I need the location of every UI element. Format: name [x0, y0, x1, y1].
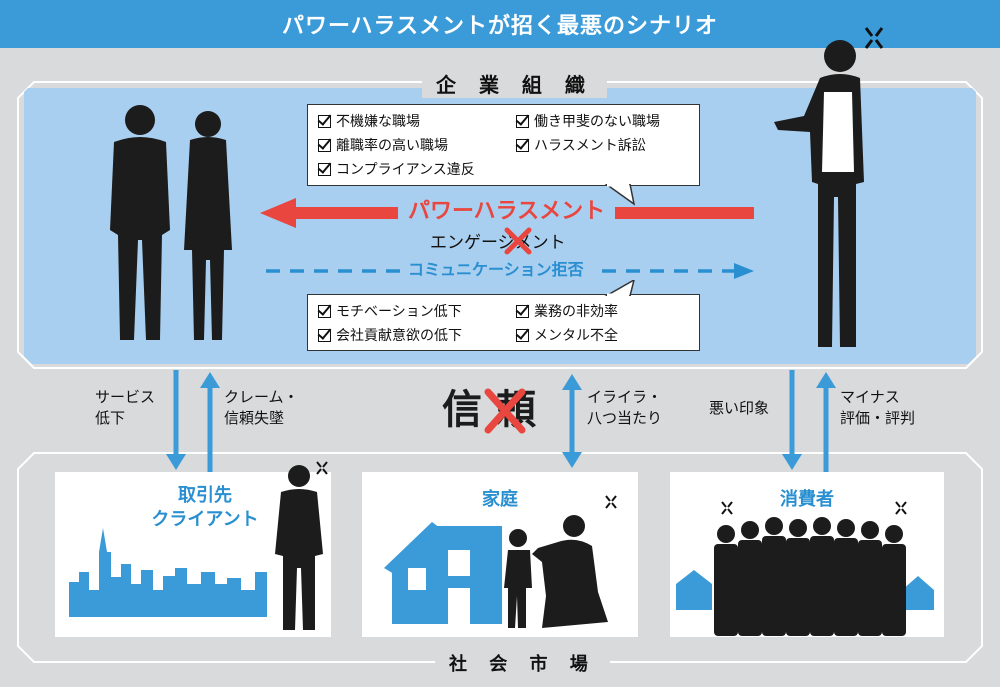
- crowd-silhouette: [676, 501, 934, 636]
- check-icon: [318, 114, 331, 128]
- company-frame-outline: [17, 81, 983, 369]
- service-down-label: サービス 低下: [95, 388, 156, 427]
- checklist-item: コンプライアンス違反: [318, 159, 475, 179]
- checklist-item: ハラスメント訴訟: [516, 135, 646, 155]
- city-skyline-icon: [69, 528, 267, 617]
- check-icon: [516, 138, 529, 152]
- speech-tail-bottom: [604, 280, 635, 296]
- communication-arrow: [266, 263, 754, 279]
- check-icon: [516, 114, 529, 128]
- consumers-title: 消費者: [780, 489, 834, 510]
- checklist-item: メンタル不全: [516, 325, 618, 345]
- communication-refusal-label: コミュニケーション拒否: [400, 258, 592, 282]
- diagram-title: パワーハラスメントが招く最悪のシナリオ: [0, 0, 1000, 48]
- consumers-card: 消費者: [670, 472, 944, 637]
- check-icon: [318, 328, 331, 342]
- check-icon: [318, 162, 331, 176]
- checklist-item: 不機嫌な職場: [318, 111, 420, 131]
- speech-tail-top: [604, 184, 636, 206]
- employee-effects-checklist: モチベーション低下 会社貢献意欲の低下 業務の非効率 メンタル不全: [307, 294, 700, 351]
- company-section-label: 企 業 組 織: [422, 69, 607, 98]
- market-frame-outline: [17, 452, 983, 663]
- employees-silhouette: [110, 105, 232, 340]
- flow-arrows: [166, 370, 836, 472]
- check-icon: [318, 304, 331, 318]
- power-harassment-label: パワーハラスメント: [398, 198, 616, 226]
- checklist-item: 離職率の高い職場: [318, 135, 448, 155]
- house-icon: [384, 522, 502, 624]
- check-icon: [516, 304, 529, 318]
- boss-silhouette: [774, 27, 884, 347]
- company-issues-checklist: 不機嫌な職場 離職率の高い職場 コンプライアンス違反 働き甲斐のない職場 ハラス…: [307, 104, 700, 186]
- family-card: 家庭: [362, 472, 638, 637]
- check-icon: [318, 138, 331, 152]
- client-person-silhouette: [275, 461, 328, 630]
- family-title: 家庭: [482, 489, 518, 510]
- anger-icon: [864, 27, 884, 49]
- anger-icon: [721, 501, 733, 515]
- bad-impression-label: 悪い印象: [709, 399, 770, 417]
- checklist-item: モチベーション低下: [318, 301, 462, 321]
- checklist-item: 業務の非効率: [516, 301, 618, 321]
- company-frame-fill: [24, 88, 976, 364]
- irritation-label: イライラ・ 八つ当たり: [587, 388, 663, 427]
- trust-cross-icon: [484, 388, 526, 434]
- check-icon: [516, 328, 529, 342]
- complaint-label: クレーム・ 信頼失墜: [224, 388, 299, 427]
- anger-icon: [895, 501, 907, 515]
- cross-icon: [504, 227, 532, 255]
- checklist-item: 会社貢献意欲の低下: [318, 325, 462, 345]
- clients-title: 取引先 クライアント: [151, 485, 259, 530]
- clients-card: 取引先 クライアント: [55, 461, 331, 637]
- anger-icon: [316, 461, 328, 475]
- checklist-item: 働き甲斐のない職場: [516, 111, 660, 131]
- market-section-label: 社 会 市 場: [435, 650, 610, 676]
- negative-evaluation-label: マイナス 評価・評判: [840, 388, 916, 427]
- engagement-label: エンゲージメント: [430, 233, 566, 253]
- family-silhouettes: [504, 495, 617, 628]
- anger-icon: [605, 495, 617, 509]
